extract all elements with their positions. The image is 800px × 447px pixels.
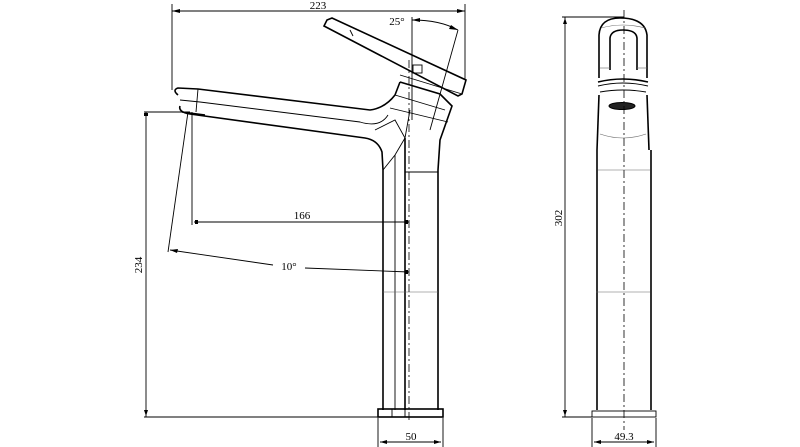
dim-label-10: 10° bbox=[281, 261, 296, 273]
front-body bbox=[596, 10, 652, 430]
dim-label-234: 234 bbox=[133, 256, 145, 273]
body-joint bbox=[374, 81, 453, 410]
faucet-body bbox=[382, 60, 438, 420]
dimension-50: 50 bbox=[377, 418, 444, 447]
dim-label-223: 223 bbox=[310, 0, 327, 12]
dimension-302: 302 bbox=[553, 16, 624, 418]
dimension-25-degree: 25° bbox=[389, 16, 459, 131]
dim-label-302: 302 bbox=[553, 210, 565, 227]
dimension-223: 223 bbox=[171, 0, 466, 90]
dim-label-166: 166 bbox=[294, 210, 311, 222]
dim-label-49-3: 49.3 bbox=[614, 431, 634, 443]
front-view: 302 49.3 bbox=[553, 10, 657, 447]
dim-label-50: 50 bbox=[406, 431, 418, 443]
front-spout bbox=[596, 89, 650, 151]
dimension-10-degree: 10° bbox=[167, 111, 410, 274]
spout bbox=[174, 81, 401, 171]
side-view: 223 25° bbox=[133, 0, 467, 447]
dimension-166: 166 bbox=[191, 112, 409, 225]
faucet-base bbox=[377, 408, 444, 418]
dimension-49-3: 49.3 bbox=[591, 418, 657, 447]
lever-handle bbox=[322, 17, 467, 97]
front-lever-handle bbox=[597, 17, 649, 87]
dimension-234: 234 bbox=[133, 111, 378, 418]
front-base bbox=[591, 410, 657, 418]
dim-label-25: 25° bbox=[389, 16, 404, 28]
